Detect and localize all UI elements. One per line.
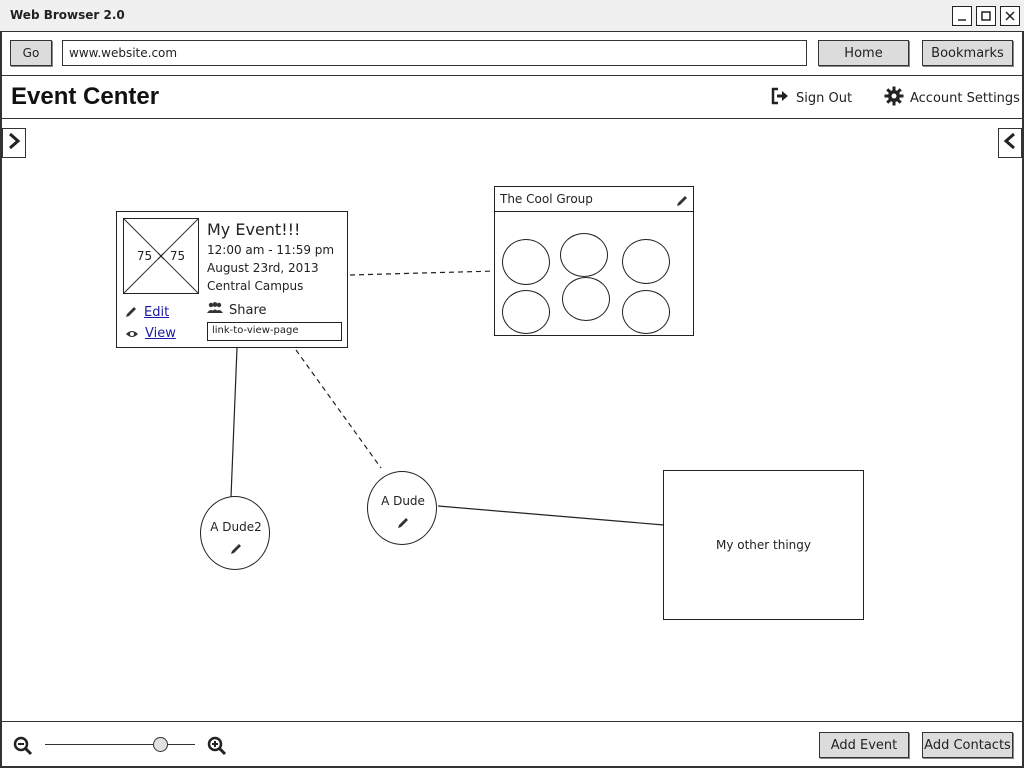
pencil-icon[interactable] [230,540,243,559]
share-label: Share [229,302,267,318]
chevron-right-icon [7,132,21,154]
event-date: August 23rd, 2013 [207,261,319,275]
contact-node-dude2[interactable]: A Dude2 [200,496,270,570]
add-event-button[interactable]: Add Event [819,732,909,758]
header-divider [0,118,1024,119]
pencil-icon [125,303,138,322]
event-location: Central Campus [207,279,304,293]
connector-event-dude2 [230,347,238,498]
thing-node[interactable]: My other thingy [663,470,864,620]
contact-name: A Dude2 [210,520,262,534]
view-link[interactable]: View [125,324,176,343]
sign-out-label: Sign Out [796,90,853,106]
left-panel-toggle[interactable] [2,128,26,158]
member-avatar[interactable] [560,233,608,277]
share-label-row: Share [207,302,267,318]
thing-label: My other thingy [715,538,812,552]
pencil-icon[interactable] [397,514,410,533]
event-card[interactable]: 75 × 75 My Event!!! 12:00 am - 11:59 pm … [116,211,348,348]
share-link-text: link-to-view-page [212,325,299,336]
zoom-in-icon[interactable] [207,736,227,760]
gear-icon [884,86,904,110]
event-image-placeholder: 75 × 75 [123,218,199,294]
zoom-slider[interactable] [45,735,195,755]
go-button[interactable]: Go [10,40,52,66]
zoom-out-icon[interactable] [13,736,33,760]
member-avatar[interactable] [502,290,550,334]
member-avatar[interactable] [622,290,670,334]
group-title: The Cool Group [500,192,593,206]
maximize-icon[interactable] [976,6,996,26]
page-title: Event Center [11,83,160,110]
member-avatar[interactable] [562,277,610,321]
add-contacts-button[interactable]: Add Contacts [922,732,1013,758]
edit-link[interactable]: Edit [125,303,169,322]
connector-event-group [349,270,497,276]
home-button[interactable]: Home [818,40,909,66]
chevron-left-icon [1003,132,1017,154]
address-bar-divider [0,75,1024,76]
bookmarks-button[interactable]: Bookmarks [922,40,1013,66]
sign-out-icon [770,86,790,110]
share-link-field[interactable]: link-to-view-page [207,322,342,341]
member-avatar[interactable] [622,239,670,284]
group-header: The Cool Group [495,187,693,212]
zoom-slider-thumb[interactable] [153,737,168,752]
view-label[interactable]: View [145,326,176,341]
window-title: Web Browser 2.0 [10,8,125,22]
image-size-label: 75 × 75 [136,249,186,263]
minimize-icon[interactable] [952,6,972,26]
pencil-icon[interactable] [676,192,689,211]
contact-node-dude[interactable]: A Dude [367,471,437,545]
users-icon [207,302,223,318]
url-text: www.website.com [69,46,178,60]
member-avatar[interactable] [502,239,550,285]
right-panel-toggle[interactable] [998,128,1022,158]
account-settings-button[interactable]: Account Settings [884,86,1020,110]
group-box[interactable]: The Cool Group [494,186,694,336]
eye-icon [125,324,139,343]
url-input[interactable]: www.website.com [62,40,807,66]
account-settings-label: Account Settings [910,90,1020,106]
close-icon[interactable] [1000,6,1020,26]
contact-name: A Dude [381,494,425,508]
title-bar: Web Browser 2.0 [0,0,1024,32]
connector-dude-thingy [437,505,665,526]
edit-label[interactable]: Edit [144,305,170,320]
event-title: My Event!!! [207,220,301,239]
sign-out-button[interactable]: Sign Out [770,87,852,109]
zoom-slider-track [45,744,195,745]
footer-divider [0,721,1024,722]
connector-event-dude [295,349,382,469]
event-time: 12:00 am - 11:59 pm [207,243,335,257]
